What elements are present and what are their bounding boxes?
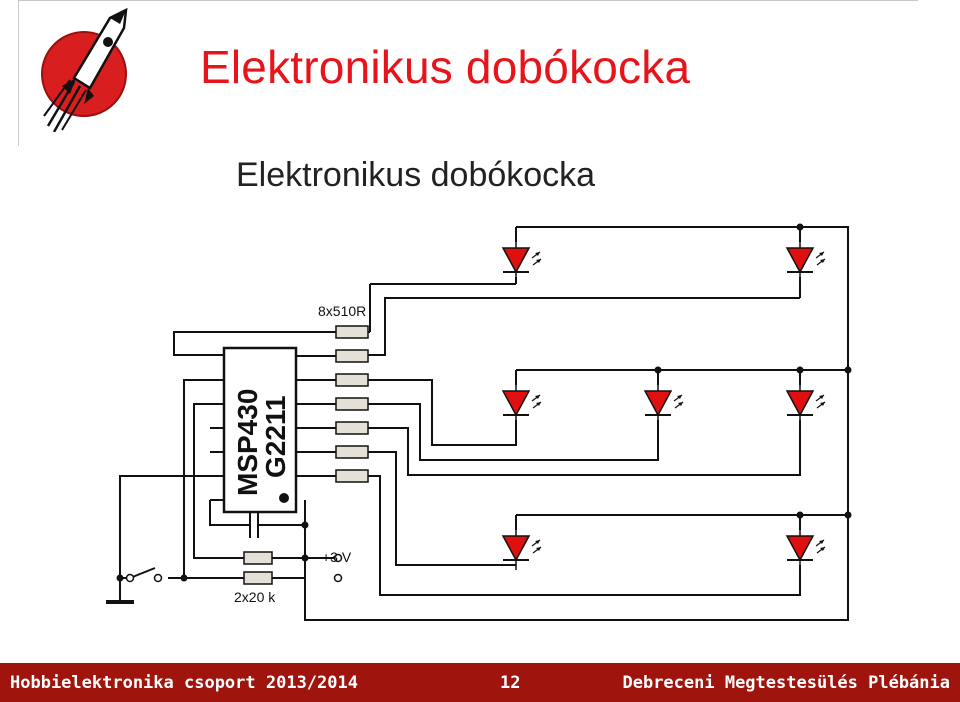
footer-right-text: Debreceni Megtestesülés Plébánia xyxy=(622,673,950,693)
dice-schematic: Elektronikus dobókocka xyxy=(106,156,852,621)
header-rule-left xyxy=(18,0,19,146)
resistor-array xyxy=(243,325,369,585)
supply-label: +3 V xyxy=(322,549,352,565)
footer-bar: Hobbielektronika csoport 2013/2014 12 De… xyxy=(0,663,960,702)
rocket-logo-icon xyxy=(41,8,128,132)
led-top-left xyxy=(502,239,542,283)
pullup-label: 2x20 k xyxy=(234,589,276,605)
led-bottom-right xyxy=(786,527,826,571)
page-number: 12 xyxy=(500,673,521,693)
slide-title: Elektronikus dobókocka xyxy=(200,41,691,93)
chip-label-1: MSP430 xyxy=(232,389,263,496)
led-bottom-left xyxy=(502,527,542,571)
led-top-right xyxy=(786,239,826,283)
header-rule xyxy=(18,0,918,1)
schematic-heading: Elektronikus dobókocka xyxy=(236,156,595,194)
led-middle-center xyxy=(644,382,684,426)
led-middle-left xyxy=(502,382,542,426)
msp430-chip xyxy=(222,346,298,514)
footer-left-text: Hobbielektronika csoport 2013/2014 xyxy=(10,673,358,693)
led-middle-right xyxy=(786,382,826,426)
resistor-array-label: 8x510R xyxy=(318,303,366,319)
chip-label-2: G2211 xyxy=(260,395,291,478)
